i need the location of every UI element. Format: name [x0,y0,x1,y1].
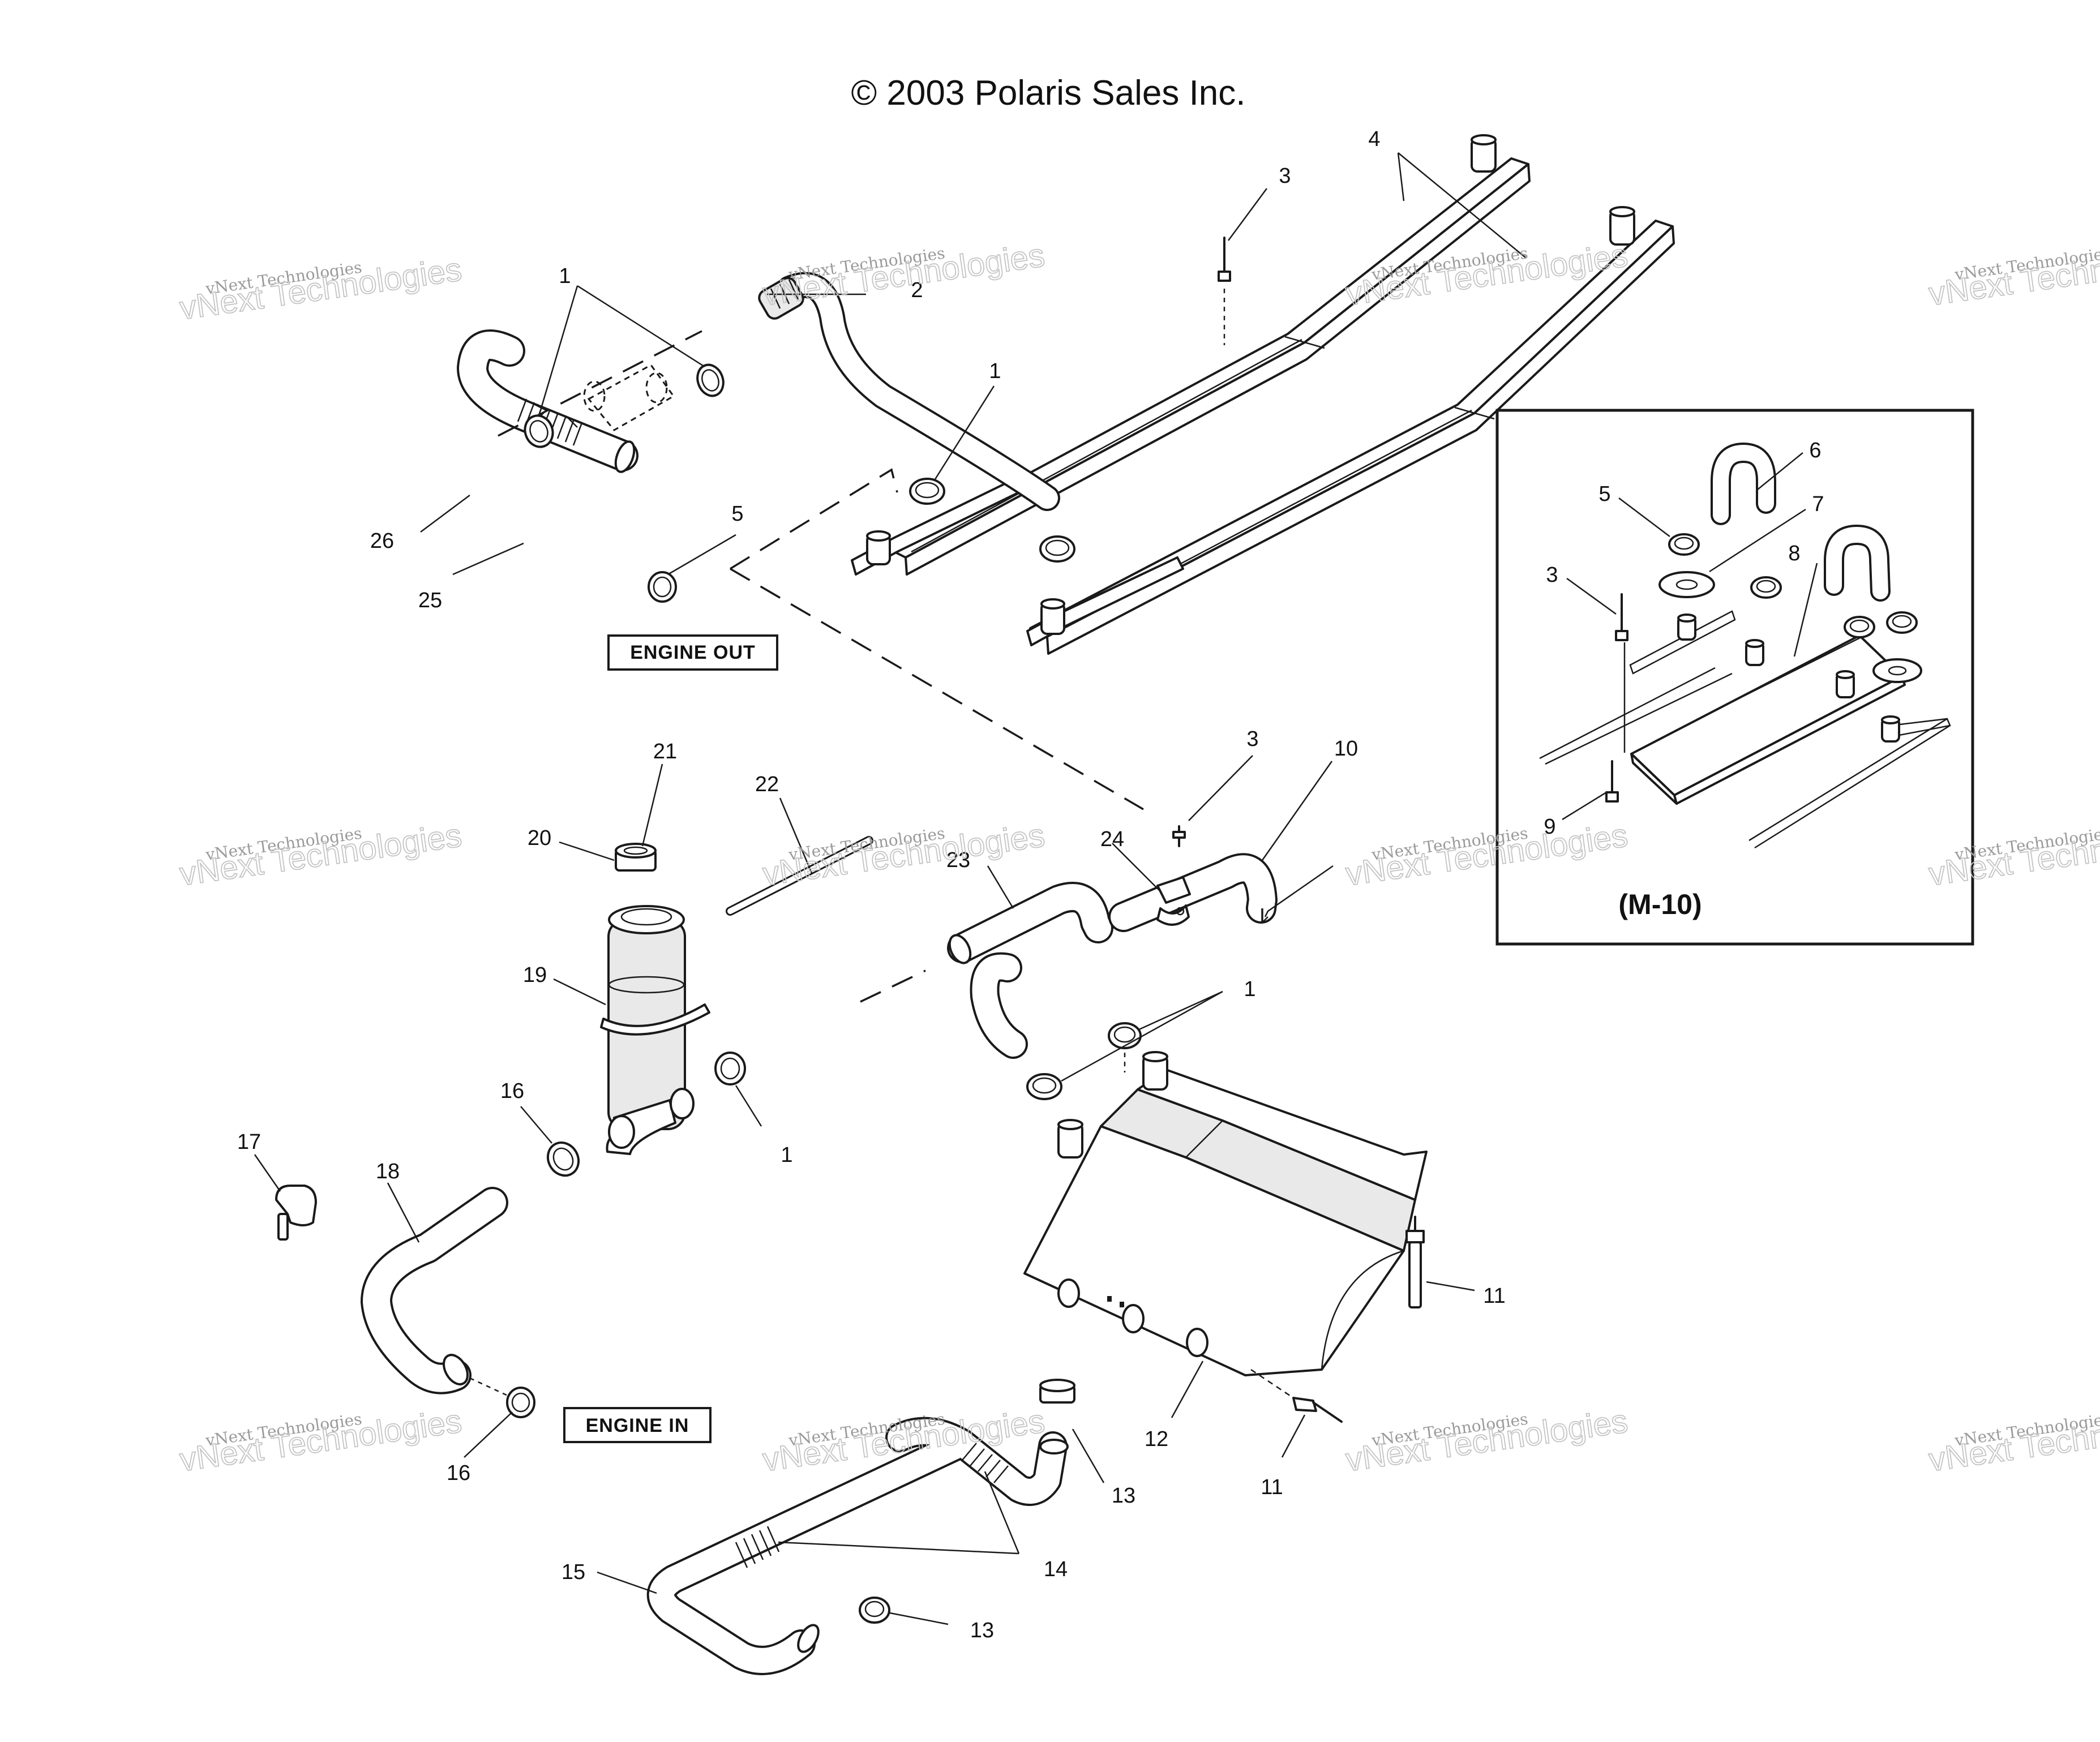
inset-clamp-b [1750,576,1782,599]
shield-12 [1023,1051,1428,1376]
callout: 5 [731,502,743,526]
inset-u-hose-right [1824,525,1891,602]
callout: 1 [781,1143,792,1167]
callout: 16 [500,1079,524,1103]
hose-14-spring-lower [735,1526,780,1568]
callout-numbers: 1 2 3 4 1 5 26 25 21 20 19 22 23 3 10 24… [237,127,1824,1642]
callout: 11 [1483,1284,1505,1308]
bolt-11-upper [1405,1216,1425,1308]
clamp-13-lower [859,1597,890,1624]
hose-26 [457,329,638,473]
callout: 2 [911,278,923,302]
callout: 1 [1244,977,1255,1001]
clamp-1c [909,478,945,505]
hose-18 [361,1187,508,1395]
callout: 23 [946,848,970,872]
clamp-1f [1026,1073,1062,1100]
cap-ring-20 [615,843,657,872]
clamp-5 [648,571,677,603]
bolt-11-lower [1250,1368,1343,1423]
rail-end-fitting-lower [1026,556,1184,646]
callout: 19 [523,963,547,987]
rod-22 [726,836,873,916]
callout: 21 [653,740,677,763]
clamp-13-upper [1039,1379,1075,1404]
clamp-1a [524,414,554,448]
reservoir-19 [600,905,710,1155]
callout: 6 [1809,439,1821,462]
callout: 14 [1044,1557,1068,1581]
engine-in-label: ENGINE IN [586,1415,689,1436]
copyright-text: © 2003 Polaris Sales Inc. [851,74,1245,113]
inset-bolt-9 [1605,760,1619,803]
inset-clamp-c [1844,616,1875,638]
bracket-17 [275,1185,317,1241]
callout: 13 [970,1619,994,1642]
callout: 1 [559,264,571,288]
callout: 3 [1246,727,1258,751]
hose-23 [947,882,1113,964]
hose-2 [758,272,1060,511]
clamp-16-upper [546,1141,580,1177]
callout: 20 [528,826,551,850]
callout: 12 [1145,1427,1168,1451]
callout: 16 [447,1461,470,1485]
bolt-3-center [1172,825,1186,847]
callout: 3 [1546,563,1558,587]
hose-15 [646,1417,1069,1675]
callout: 11 [1261,1475,1283,1499]
inset-washer-right [1872,658,1922,683]
inset-bolt-3 [1615,593,1628,641]
inset-u-hose-6 [1711,443,1776,525]
inset-label: (M-10) [1618,889,1702,920]
callout: 22 [755,773,779,796]
leader-lines [254,152,1818,1625]
hose-10 [1108,853,1278,932]
callout: 10 [1334,737,1358,761]
callout: 18 [376,1160,400,1183]
bolt-3-top [1218,237,1231,345]
engine-out-label: ENGINE OUT [630,642,756,663]
callout: 8 [1788,542,1800,565]
inset-clamp-5 [1668,533,1700,556]
callout: 17 [237,1130,261,1154]
clamp-1d [1039,535,1075,563]
callout: 13 [1112,1484,1135,1508]
callout: 1 [989,359,1001,383]
callout: 9 [1544,815,1555,839]
inset-washer-7 [1658,571,1715,598]
callout: 24 [1100,827,1124,851]
callout: 4 [1368,127,1380,151]
inset-clamp-d [1886,611,1918,634]
callout: 26 [370,529,394,553]
inset-heat-exchanger [1539,610,1951,849]
clamp-1b [696,363,725,397]
engine-in-tag: ENGINE IN [563,1407,712,1443]
hose-lower-left [970,952,1028,1059]
dotted-coupling [583,364,675,431]
callout: 7 [1812,492,1824,516]
callout: 3 [1279,164,1291,188]
clamp-16-lower [469,1377,535,1418]
callout: 25 [418,589,442,612]
heat-exchanger-lower [1029,206,1675,655]
clamp-1g [714,1052,746,1085]
callout: 15 [562,1560,585,1584]
engine-out-tag: ENGINE OUT [607,634,778,671]
hose-14-spring-upper [962,1443,1009,1483]
callout: 5 [1598,482,1610,506]
